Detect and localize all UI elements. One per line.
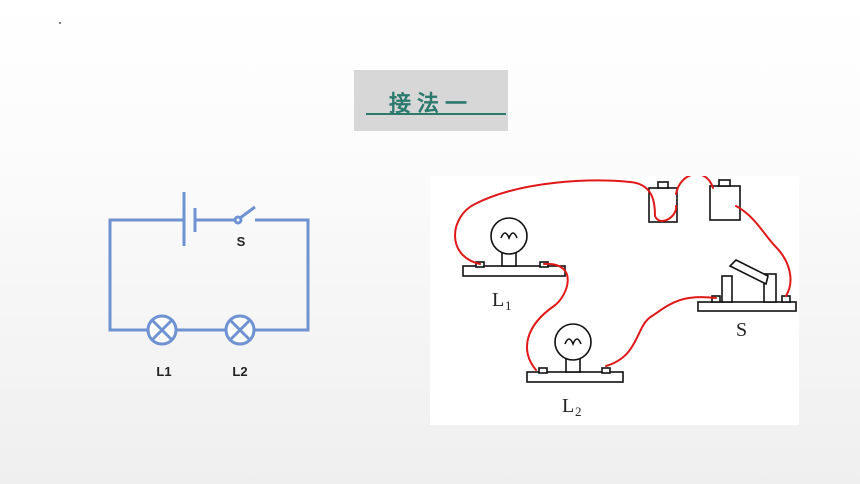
- wire-right: [254, 218, 310, 332]
- wiring-figure: L 1 L 2 S: [454, 173, 797, 419]
- lamp-1-fig-sub: 1: [505, 298, 512, 313]
- title-box: 接法一: [354, 70, 508, 131]
- lamp-2-fig-label: L: [562, 395, 574, 417]
- slide-title: 接法一: [388, 92, 473, 117]
- schematic-wires: [108, 218, 310, 332]
- lamp-2-symbol: [224, 314, 256, 346]
- wire-lamp2-to-switch: [605, 296, 717, 367]
- lamp-1-fig-label: L: [492, 289, 504, 311]
- wire-battery-join: [675, 173, 714, 195]
- battery-2-drawing: [709, 179, 741, 221]
- wire-lamp1-to-battery: [454, 179, 678, 265]
- lamp-2-label: L2: [232, 364, 247, 379]
- stray-dot: [59, 22, 61, 24]
- battery-symbol: [182, 192, 197, 246]
- switch-symbol: [233, 205, 256, 225]
- wire-lamp1-to-lamp2: [526, 262, 569, 371]
- lamp-1-label: L1: [156, 364, 171, 379]
- lamp-2-fig-sub: 2: [575, 404, 582, 419]
- lamp-1-symbol: [146, 314, 178, 346]
- title-underline: [366, 113, 506, 115]
- wire-battery-to-switch: [735, 205, 792, 297]
- circuit-schematic: S L1 L2: [108, 192, 310, 379]
- wire-top-left: [108, 218, 184, 332]
- switch-label: S: [237, 234, 246, 249]
- wiring-figure-panel: L 1 L 2 S: [430, 173, 799, 425]
- lamp-1-drawing: [462, 217, 566, 277]
- lamp-2-drawing: [526, 323, 624, 383]
- switch-fig-label: S: [736, 319, 747, 341]
- switch-drawing: [697, 259, 797, 312]
